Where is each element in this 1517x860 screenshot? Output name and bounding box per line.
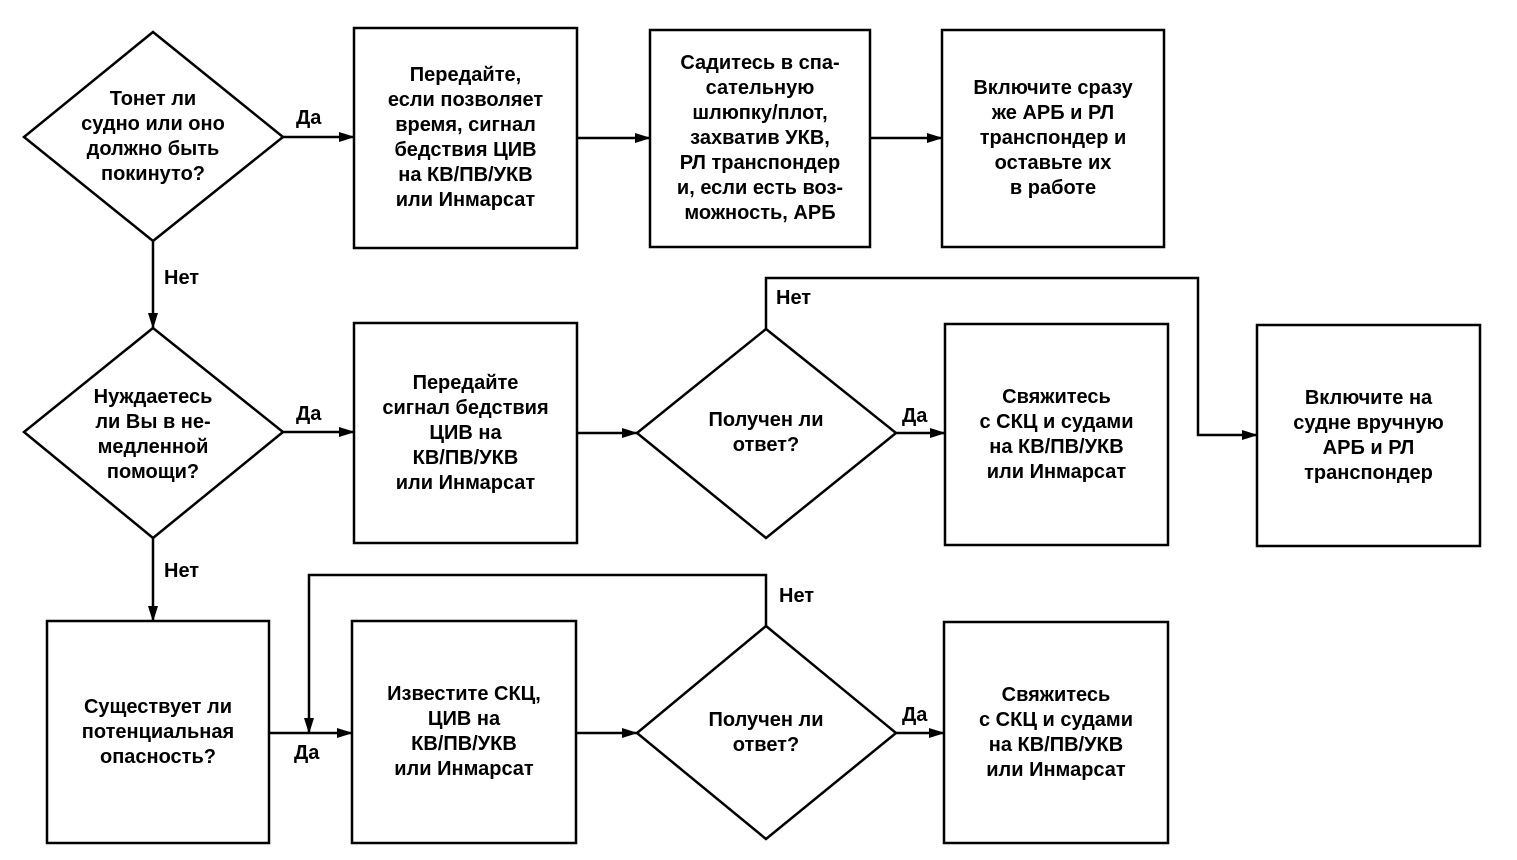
decision-diamond-q4 (635, 624, 898, 841)
node-q4-text: Получен ли ответ? (708, 709, 824, 756)
node-b2-text: Садитесь в спа- сательную шлюпку/плот, з… (676, 52, 844, 224)
node-b9-text: Свяжитесь с СКЦ и судами на КВ/ПВ/УКВ ил… (978, 683, 1133, 781)
node-b7-text: Существует ли потенциальная опасность? (81, 695, 235, 768)
node-q1-text: Тонет ли судно или оно должно быть покин… (81, 88, 225, 185)
edge-label-q4-yes: Да (902, 704, 928, 726)
decision-diamond-q3 (635, 327, 898, 540)
node-b1-text: Передайте, если позволяет время, сигнал … (387, 64, 544, 211)
node-b6-text: Включите на судне вручную АРБ и РЛ транс… (1293, 386, 1444, 484)
node-q3-text: Получен ли ответ? (708, 409, 824, 456)
edge-label-b7-yes: Да (294, 742, 320, 764)
node-b5-text: Свяжитесь с СКЦ и судами на КВ/ПВ/УКВ ил… (979, 385, 1134, 483)
arrow-q4-loop-back (304, 573, 768, 734)
node-b4-text: Передайте сигнал бедствия ЦИВ на КВ/ПВ/У… (382, 371, 549, 494)
edge-label-q2-no: Нет (164, 560, 200, 582)
edge-label-q3-no: Нет (776, 287, 812, 309)
arrow-q3-to-b6 (764, 276, 1258, 440)
edge-label-q1-yes: Да (296, 107, 322, 129)
edge-label-q1-no: Нет (164, 267, 200, 289)
edge-label-q4-no: Нет (779, 585, 815, 607)
node-b3-text: Включите сразу же АРБ и РЛ транспондер и… (973, 77, 1133, 199)
edge-label-q3-yes: Да (902, 405, 928, 427)
edge-label-q2-yes: Да (296, 403, 322, 425)
node-b8-text: Известите СКЦ, ЦИВ на КВ/ПВ/УКВ или Инма… (387, 683, 541, 780)
node-q2-text: Нуждаетесь ли Вы в не- медленной помощи? (93, 386, 213, 483)
